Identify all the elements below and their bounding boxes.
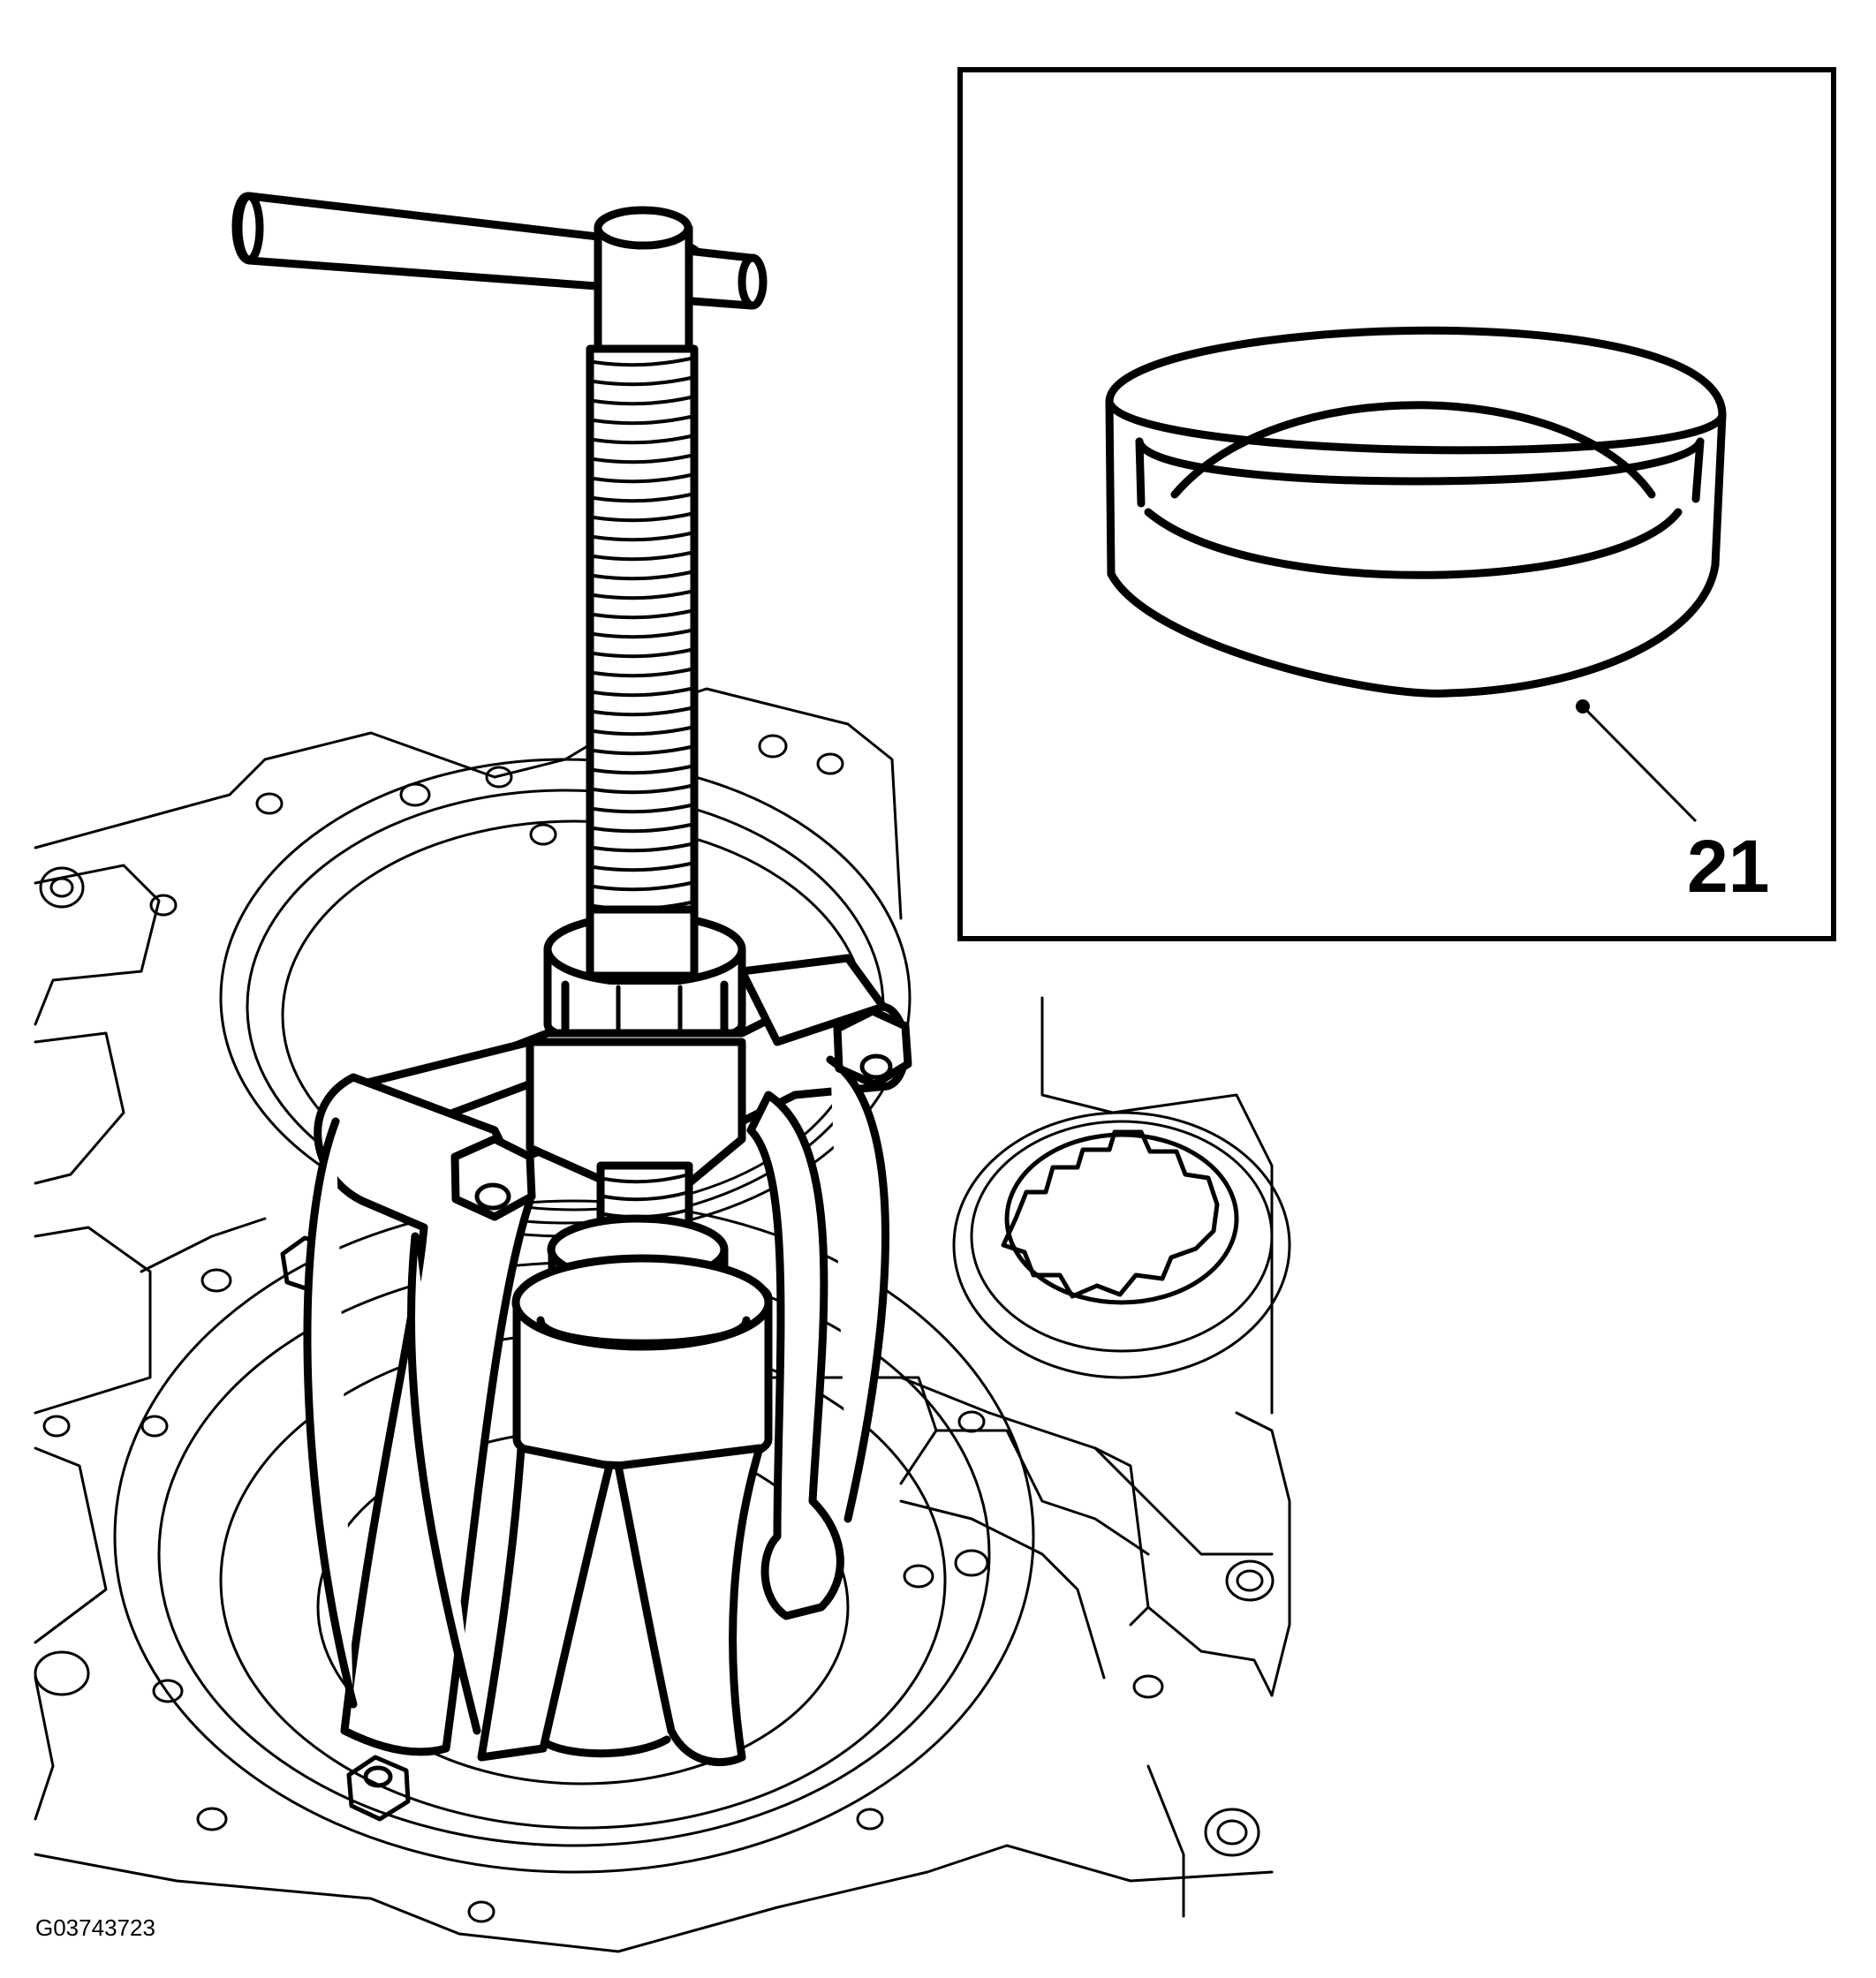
screw-thread: [593, 532, 692, 542]
left-pivot-bolt: [450, 1135, 536, 1221]
housing-nut-lower-left: [346, 1755, 411, 1822]
bearing-race-ring: [1105, 326, 1727, 698]
screw-thread: [593, 881, 692, 892]
screw-thread: [593, 415, 692, 426]
puller-tool: [231, 192, 912, 1766]
screw-thread: [593, 745, 692, 756]
screw-thread: [593, 609, 692, 620]
screw-thread: [593, 765, 692, 775]
screw-thread: [593, 823, 692, 834]
inset-panel: 21: [957, 67, 1836, 941]
screw-thread: [593, 396, 692, 406]
screw-thread: [593, 648, 692, 659]
screw-thread: [593, 842, 692, 853]
screw-thread: [593, 434, 692, 445]
screw-thread: [593, 668, 692, 678]
screw-thread: [593, 726, 692, 736]
screw-thread: [593, 804, 692, 814]
screw-thread: [593, 473, 692, 484]
screw-thread: [603, 1191, 686, 1202]
right-pivot-bolt: [833, 1007, 912, 1089]
screw-thread: [603, 1174, 686, 1184]
screw-thread: [593, 590, 692, 600]
screw-thread: [593, 706, 692, 717]
callout-leader: [1576, 699, 1698, 823]
screw-thread: [593, 512, 692, 523]
screw-thread: [593, 687, 692, 698]
collet-fingers: [477, 1444, 764, 1766]
screw-thread: [593, 570, 692, 581]
screw-thread: [593, 493, 692, 503]
upper-hex-nut: [543, 905, 746, 1049]
puller-right-jaw: [746, 1055, 889, 1620]
puller-left-jaw: [303, 1073, 534, 1756]
screw-thread: [593, 629, 692, 639]
screw-thread: [593, 376, 692, 387]
screw-thread: [593, 454, 692, 464]
housing-bolt-holes: [34, 721, 1275, 1923]
callout-label: 21: [1687, 825, 1769, 908]
screw-thread: [593, 784, 692, 795]
screw-thread: [593, 862, 692, 872]
adapter-collar: [511, 1254, 773, 1470]
screw-thread: [593, 357, 692, 367]
screw-thread: [593, 551, 692, 562]
figure-id: G03743723: [35, 1914, 155, 1941]
forcing-screw: [586, 344, 699, 971]
